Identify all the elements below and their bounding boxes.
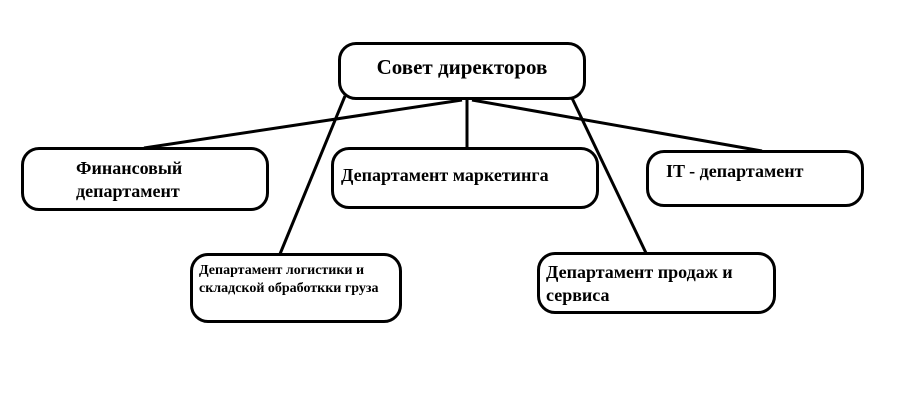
connector-root-sales [569,95,648,254]
marketing-department-box: Департамент маркетинга [331,147,599,209]
connector-root-it [471,98,763,153]
sales-service-department-label: Департамент продаж и сервиса [546,262,733,306]
it-department-label: IT - департамент [666,161,804,181]
board-of-directors-label: Совет директоров [376,55,548,79]
marketing-department-label: Департамент маркетинга [341,165,549,185]
finance-department-box: Финансовый департамент [21,147,269,211]
connector-root-logistics [278,95,347,255]
it-department-box: IT - департамент [646,150,864,207]
logistics-department-label: Департамент логистики и складской обрабо… [199,263,379,296]
logistics-department-box: Департамент логистики и складской обрабо… [190,253,402,323]
sales-service-department-box: Департамент продаж и сервиса [537,252,776,314]
finance-department-label: Финансовый департамент [76,158,183,202]
board-of-directors-box: Совет директоров [338,42,586,100]
connector-root-finance [143,98,463,150]
